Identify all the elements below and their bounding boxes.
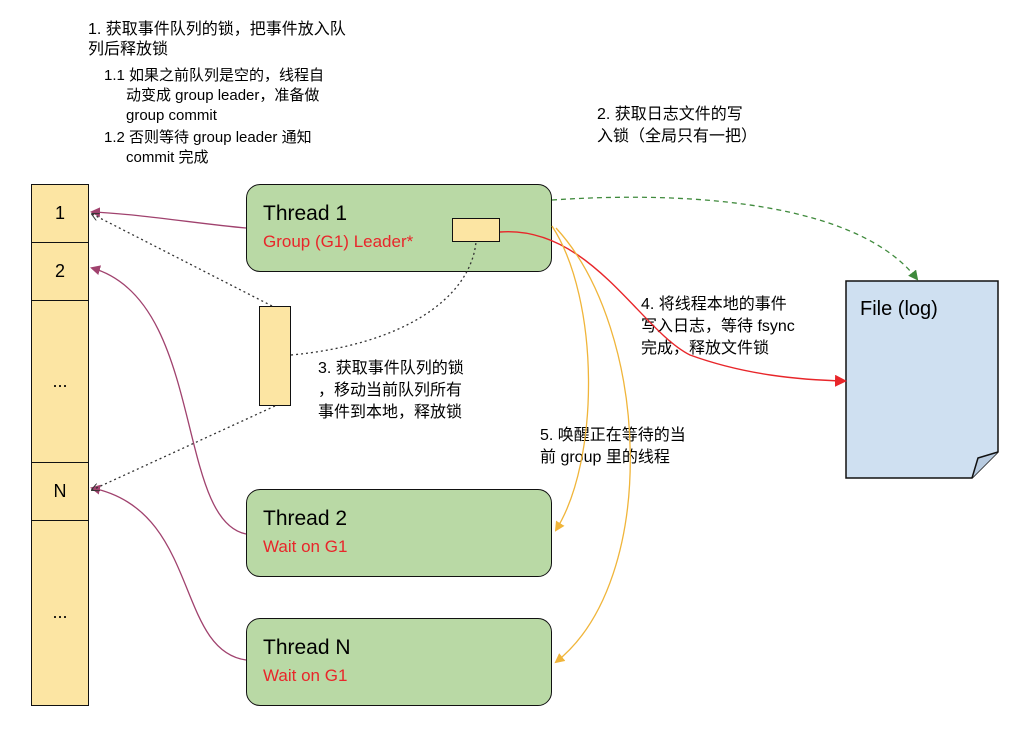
queue-slot-ellipsis: ... [32, 301, 88, 463]
note-step5-line1: 5. 唤醒正在等待的当 [540, 427, 686, 444]
note-step1-1: 1.1 如果之前队列是空的，线程自 动变成 group leader，准备做 g… [104, 66, 324, 126]
note-step1-2-line2: commit 完成 [126, 149, 209, 166]
dotted-batch-to-buffer [290, 241, 477, 356]
note-step4-line1: 4. 将线程本地的事件 [641, 296, 787, 313]
queue-slot-n: N [32, 463, 88, 521]
note-step1-line1: 1. 获取事件队列的锁，把事件放入队 [88, 21, 346, 38]
dotted-batch-to-slot-n [92, 405, 276, 490]
thread-1-status: Group (G1) Leader* [263, 232, 414, 251]
lock-arrow-thread-1-to-file [551, 196, 919, 281]
note-step4-line2: 写入日志，等待 fsync [641, 318, 795, 335]
thread-n-status: Wait on G1 [263, 666, 348, 685]
file-log-shape [845, 280, 999, 479]
queue-slot-1: 1 [32, 185, 88, 243]
enqueue-arrow-thread-1 [90, 207, 247, 229]
file-log-label: File (log) [860, 298, 938, 320]
dotted-batch-to-slot-1 [92, 214, 273, 307]
thread-2-box: Thread 2 Wait on G1 [246, 489, 552, 577]
enqueue-arrow-thread-n [90, 484, 247, 661]
enqueue-arrow-thread-2 [90, 265, 247, 535]
local-batch-box [259, 306, 291, 406]
thread-1-title: Thread 1 [263, 202, 348, 225]
note-step3-line2: ，移动当前队列所有 [318, 382, 463, 399]
event-queue: 1 2 ... N ... [31, 184, 89, 706]
note-step1-1-line2: 动变成 group leader，准备做 [126, 87, 320, 104]
note-step1-1-line1: 1.1 如果之前队列是空的，线程自 [104, 67, 325, 84]
wake-arrow-thread-n [554, 227, 631, 664]
note-step4: 4. 将线程本地的事件 写入日志，等待 fsync 完成，释放文件锁 [641, 294, 795, 360]
note-step5-line2: 前 group 里的线程 [540, 449, 670, 466]
note-step5: 5. 唤醒正在等待的当 前 group 里的线程 [540, 425, 686, 469]
note-step3-line3: 事件到本地，释放锁 [318, 404, 463, 421]
note-step1-2: 1.2 否则等待 group leader 通知 commit 完成 [104, 128, 312, 168]
note-step1: 1. 获取事件队列的锁，把事件放入队 列后释放锁 [88, 20, 346, 60]
thread-2-title: Thread 2 [263, 507, 348, 530]
note-step1-1-line3: group commit [126, 107, 217, 124]
queue-slot-2: 2 [32, 243, 88, 301]
thread-n-box: Thread N Wait on G1 [246, 618, 552, 706]
thread-2-status: Wait on G1 [263, 537, 348, 556]
thread-1-box: Thread 1 Group (G1) Leader* [246, 184, 552, 272]
thread-1-local-buffer [452, 218, 500, 242]
wake-arrow-thread-2 [551, 225, 590, 532]
write-arrow-buffer-to-file [499, 231, 847, 387]
note-step1-2-line1: 1.2 否则等待 group leader 通知 [104, 129, 312, 146]
note-step2-line2: 入锁（全局只有一把） [597, 128, 758, 145]
note-step2-line1: 2. 获取日志文件的写 [597, 106, 743, 123]
note-step2: 2. 获取日志文件的写 入锁（全局只有一把） [597, 104, 757, 148]
note-step3: 3. 获取事件队列的锁 ，移动当前队列所有 事件到本地，释放锁 [318, 358, 464, 424]
note-step1-line2: 列后释放锁 [88, 41, 169, 58]
note-step3-line1: 3. 获取事件队列的锁 [318, 360, 464, 377]
queue-slot-ellipsis-tail: ... [52, 602, 68, 622]
thread-n-title: Thread N [263, 636, 351, 659]
